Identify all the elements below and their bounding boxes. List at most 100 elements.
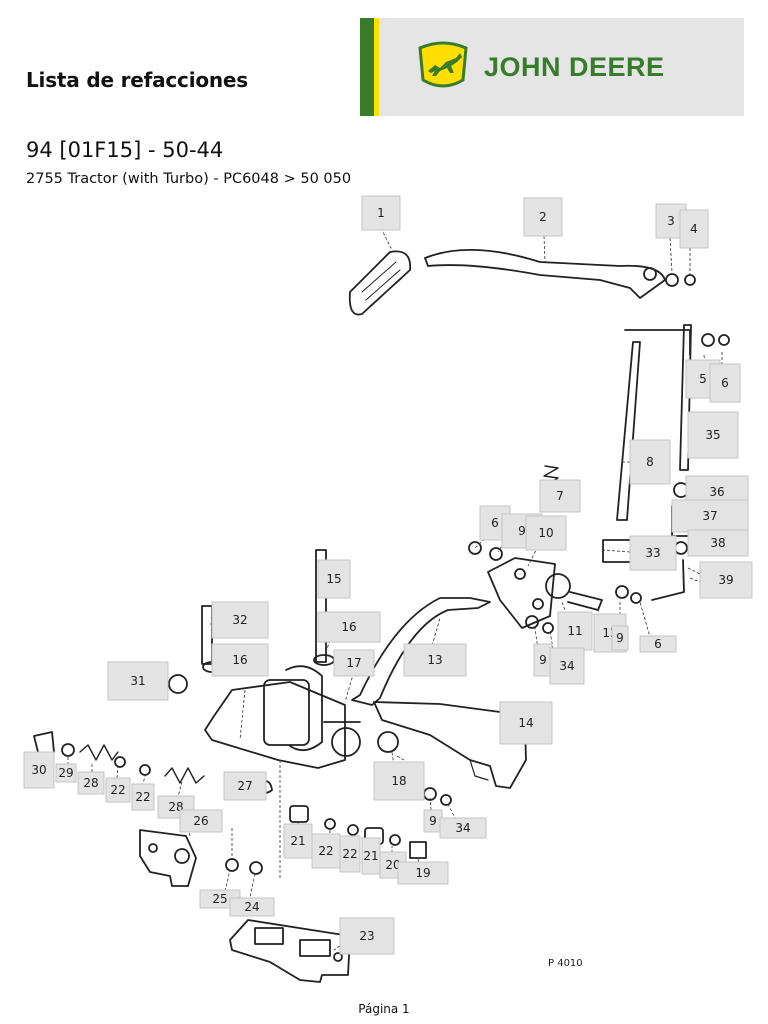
callout-21: 21 bbox=[361, 837, 381, 875]
callout-number: 2 bbox=[539, 210, 547, 224]
callout-number: 33 bbox=[645, 546, 660, 560]
callout-35: 35 bbox=[687, 411, 739, 459]
callout-28: 28 bbox=[77, 771, 105, 795]
page-title: Lista de refacciones bbox=[26, 68, 249, 92]
callout-number: 23 bbox=[359, 929, 374, 943]
callout-32: 32 bbox=[211, 601, 269, 639]
callout-18: 18 bbox=[373, 761, 425, 801]
callout-number: 17 bbox=[346, 656, 361, 670]
callout-9: 9 bbox=[533, 643, 553, 677]
callout-39: 39 bbox=[699, 561, 753, 599]
callout-14: 14 bbox=[499, 701, 553, 745]
callout-21: 21 bbox=[283, 823, 313, 859]
callout-37: 37 bbox=[671, 499, 749, 533]
callout-27: 27 bbox=[223, 771, 267, 801]
callout-8: 8 bbox=[629, 439, 671, 485]
callout-33: 33 bbox=[629, 535, 677, 571]
brand-name: JOHN DEERE bbox=[484, 52, 665, 82]
brand-banner: JOHN DEERE bbox=[360, 18, 744, 116]
document-code: 94 [01F15] - 50-44 bbox=[26, 138, 224, 162]
callout-number: 28 bbox=[83, 776, 98, 790]
callout-11: 11 bbox=[557, 611, 593, 651]
callout-4: 4 bbox=[679, 209, 709, 249]
callout-number: 34 bbox=[559, 659, 574, 673]
callout-number: 30 bbox=[31, 763, 46, 777]
callout-23: 23 bbox=[339, 917, 395, 955]
callout-34: 34 bbox=[549, 647, 585, 685]
callout-22: 22 bbox=[311, 833, 341, 869]
callout-number: 9 bbox=[518, 524, 526, 538]
callout-number: 39 bbox=[718, 573, 733, 587]
callout-number: 18 bbox=[391, 774, 406, 788]
callout-22: 22 bbox=[339, 835, 361, 873]
callout-number: 32 bbox=[232, 613, 247, 627]
callout-number: 31 bbox=[130, 674, 145, 688]
callout-number: 37 bbox=[702, 509, 717, 523]
callout-24: 24 bbox=[229, 897, 275, 917]
brand-stripe-green bbox=[360, 18, 374, 116]
callout-number: 25 bbox=[212, 892, 227, 906]
callout-9: 9 bbox=[423, 809, 443, 833]
callout-number: 22 bbox=[110, 783, 125, 797]
part-illustrations bbox=[33, 249, 730, 983]
callout-number: 35 bbox=[705, 428, 720, 442]
callout-number: 16 bbox=[341, 620, 356, 634]
callout-number: 21 bbox=[363, 849, 378, 863]
callout-38: 38 bbox=[687, 529, 749, 557]
callout-number: 34 bbox=[455, 821, 470, 835]
brand-stripe-yellow bbox=[374, 18, 379, 116]
document-model: 2755 Tractor (with Turbo) - PC6048 > 50 … bbox=[26, 171, 352, 187]
callout-number: 24 bbox=[244, 900, 259, 914]
callout-number: 1 bbox=[377, 206, 385, 220]
callout-15: 15 bbox=[317, 559, 351, 599]
callout-number: 3 bbox=[667, 214, 675, 228]
callout-7: 7 bbox=[539, 479, 581, 513]
callout-number: 11 bbox=[567, 624, 582, 638]
diagram-reference: P 4010 bbox=[548, 958, 583, 969]
callout-number: 22 bbox=[342, 847, 357, 861]
callout-number: 14 bbox=[518, 716, 533, 730]
callout-16: 16 bbox=[211, 643, 269, 677]
callout-34: 34 bbox=[439, 817, 487, 839]
callout-number: 6 bbox=[654, 637, 662, 651]
callout-number: 22 bbox=[135, 790, 150, 804]
callout-number: 5 bbox=[699, 372, 707, 386]
callout-number: 9 bbox=[539, 653, 547, 667]
callout-2: 2 bbox=[523, 197, 563, 237]
callout-number: 13 bbox=[427, 653, 442, 667]
callout-13: 13 bbox=[403, 643, 467, 677]
callout-number: 26 bbox=[193, 814, 208, 828]
callout-22: 22 bbox=[131, 783, 155, 811]
callout-6: 6 bbox=[639, 635, 677, 653]
deer-logo-icon bbox=[418, 41, 468, 88]
callout-6: 6 bbox=[709, 363, 741, 403]
callout-22: 22 bbox=[105, 777, 131, 803]
callout-number: 4 bbox=[690, 222, 698, 236]
callout-number: 22 bbox=[318, 844, 333, 858]
callout-number: 9 bbox=[616, 631, 624, 645]
callout-10: 10 bbox=[525, 515, 567, 551]
callout-number: 16 bbox=[232, 653, 247, 667]
callout-16: 16 bbox=[317, 611, 381, 643]
callout-number: 7 bbox=[556, 489, 564, 503]
callout-number: 6 bbox=[721, 376, 729, 390]
callout-29: 29 bbox=[55, 763, 77, 783]
callout-number: 8 bbox=[646, 455, 654, 469]
callout-number: 29 bbox=[58, 766, 73, 780]
callout-31: 31 bbox=[107, 661, 169, 701]
callout-number: 38 bbox=[710, 536, 725, 550]
callout-number: 10 bbox=[538, 526, 553, 540]
callout-1: 1 bbox=[361, 195, 401, 231]
callout-19: 19 bbox=[397, 861, 449, 885]
callout-17: 17 bbox=[333, 649, 375, 677]
callout-9: 9 bbox=[611, 625, 629, 651]
callout-number: 27 bbox=[237, 779, 252, 793]
callout-number: 20 bbox=[385, 858, 400, 872]
callout-number: 6 bbox=[491, 516, 499, 530]
callout-number: 21 bbox=[290, 834, 305, 848]
callout-number: 9 bbox=[429, 814, 437, 828]
page-number: Página 1 bbox=[358, 1002, 410, 1016]
callout-number: 19 bbox=[415, 866, 430, 880]
